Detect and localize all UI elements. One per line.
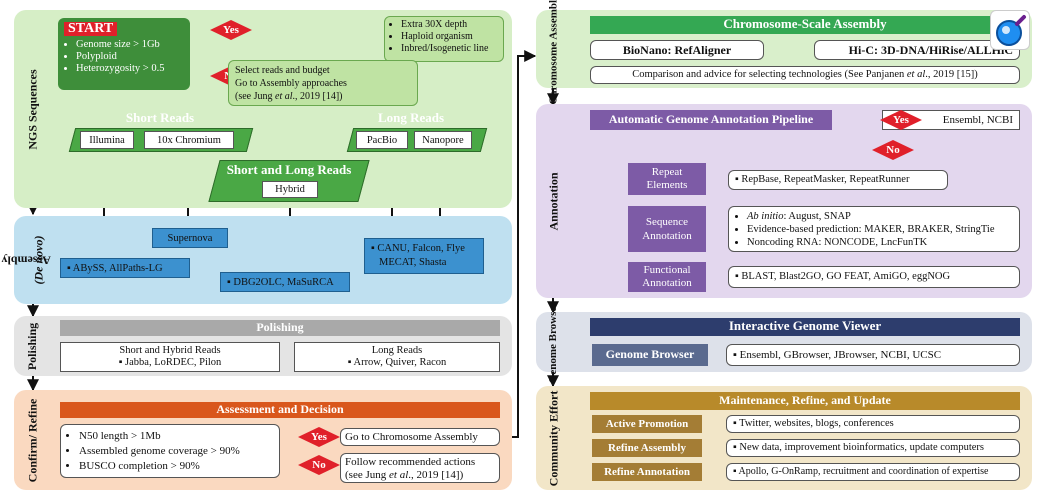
community-title: Maintenance, Refine, and Update [590,392,1020,410]
pacbio-box: PacBio [356,131,408,149]
start-title: START [64,22,118,36]
canu-box: ▪ CANU, Falcon, Flye MECAT, Shasta [364,238,484,274]
short-hybrid-polishing-box: Short and Hybrid Reads ▪ Jabba, LoRDEC, … [60,342,280,372]
active-promotion-label: Active Promotion [592,415,702,433]
start-item: Polyploid [76,51,184,63]
community-section-label: Community Effort [546,390,561,486]
polishing-title: Polishing [60,320,500,336]
start-box: START Genome size > 1Gb Polyploid Hetero… [58,18,190,90]
ngs-section-label: NGS Sequences [25,68,40,150]
genome-browser-box: Genome Browser [592,344,708,366]
long-polishing-box: Long Reads ▪ Arrow, Quiver, Racon [294,342,500,372]
chromosome-section-label: Chromosome Assembly [547,0,560,105]
annotation-no-diamond: No [872,140,914,160]
annotation-pipeline-box: Automatic Genome Annotation Pipeline [590,110,832,130]
annotation-yes-diamond: Yes [880,110,922,130]
confirm-section-label: Confirm/ Refine [25,398,40,482]
select-reads-box: Select reads and budget Go to Assembly a… [228,60,418,106]
extra-conditions-box: Extra 30X depth Haploid organism Inbred/… [384,16,504,62]
browser-section-label: Genome Browser [547,301,560,383]
comparison-box: Comparison and advice for selecting tech… [590,66,1020,84]
magnifier-icon[interactable] [990,10,1030,50]
polishing-section-label: Polishing [25,322,40,370]
illumina-box: Illumina [80,131,134,149]
repeat-tools-box: ▪ RepBase, RepeatMasker, RepeatRunner [728,170,948,190]
browser-title: Interactive Genome Viewer [590,318,1020,336]
assessment-title: Assessment and Decision [60,402,500,418]
assessment-no-diamond: No [298,455,340,475]
refine-annotation-text: ▪ Apollo, G-OnRamp, recruitment and coor… [726,463,1020,481]
functional-tools-box: ▪ BLAST, Blast2GO, GO FEAT, AmiGO, eggNO… [728,266,1020,288]
assessment-yes-diamond: Yes [298,427,340,447]
bionano-box: BioNano: RefAligner [590,40,764,60]
follow-actions-box: Follow recommended actions (see Jung et … [340,453,500,483]
refine-assembly-label: Refine Assembly [592,439,702,457]
annotation-section-label: Annotation [546,171,561,231]
short-long-reads-title-fg: Short and Long Reads [226,162,352,177]
chromium-box: 10x Chromium [144,131,234,149]
browser-tools-box: ▪ Ensembl, GBrowser, JBrowser, NCBI, UCS… [726,344,1020,366]
chromosome-title: Chromosome-Scale Assembly [590,16,1020,34]
assessment-criteria-box: N50 length > 1Mb Assembled genome covera… [60,424,280,478]
start-item: Heterozygosity > 0.5 [76,63,184,75]
refine-annotation-label: Refine Annotation [592,463,702,481]
hybrid-box: Hybrid [262,181,318,198]
sequence-tools-box: Ab initio: August, SNAP Evidence-based p… [728,206,1020,252]
supernova-box: Supernova [152,228,228,248]
yes-diamond: Yes [210,20,252,40]
short-reads-title: Short Reads [125,110,195,125]
hic-box: Hi-C: 3D-DNA/HiRise/ALLHiC [814,40,1020,60]
go-chromosome-box: Go to Chromosome Assembly [340,428,500,446]
dbg2olc-box: ▪ DBG2OLC, MaSuRCA [220,272,350,292]
start-item: Genome size > 1Gb [76,39,184,51]
assembly-section-label: Assembly(De novo) [1,235,52,285]
annotation-yes-tools: Ensembl, NCBI [882,110,1020,130]
nanopore-box: Nanopore [414,131,472,149]
active-promotion-text: ▪ Twitter, websites, blogs, conferences [726,415,1020,433]
refine-assembly-text: ▪ New data, improvement bioinformatics, … [726,439,1020,457]
long-reads-title: Long Reads [377,110,445,125]
abyss-box: ▪ ABySS, AllPaths-LG [60,258,190,278]
annotation-panel [536,104,1032,298]
